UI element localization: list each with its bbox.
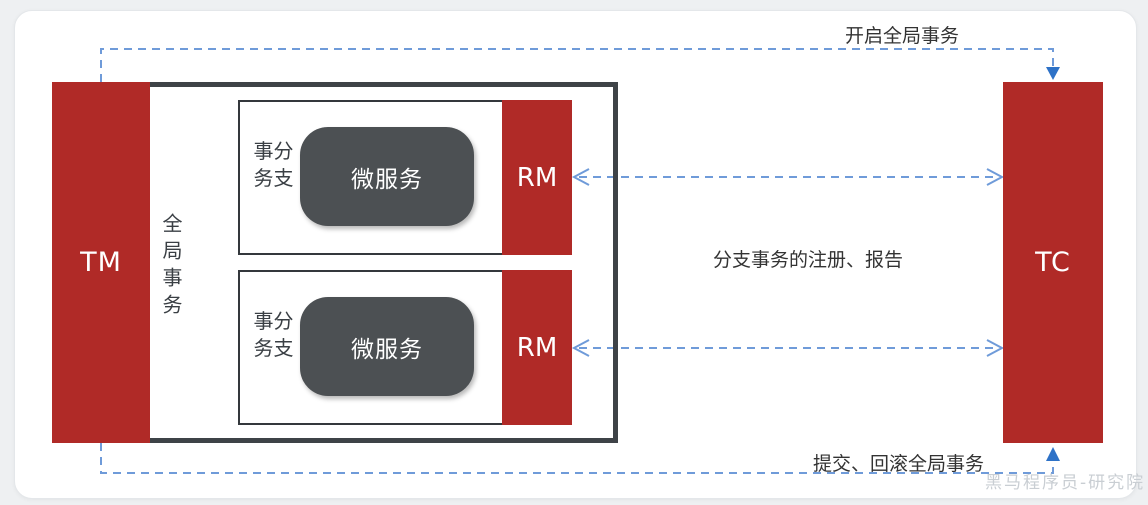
branch-transaction-label: 分支事务 (250, 309, 294, 364)
tc-node: TC (1003, 82, 1103, 443)
rm-node-2: RM (502, 270, 572, 425)
register-report-text: 分支事务的注册、报告 (713, 249, 904, 271)
microservice-node-1: 微服务 (300, 127, 474, 226)
commit-rollback-text: 提交、回滚全局事务 (813, 453, 985, 475)
microservice-node-2: 微服务 (300, 297, 474, 396)
global-transaction-label: 全局事务 (159, 213, 183, 321)
branch-transaction-label: 分支事务 (250, 139, 294, 194)
diagram-card (14, 10, 1137, 499)
watermark-text: 黑马程序员-研究院 (985, 473, 1146, 493)
open-global-transaction-text: 开启全局事务 (845, 25, 960, 47)
branch-box-1: 分支事务 微服务 RM (238, 100, 572, 255)
branch-box-2: 分支事务 微服务 RM (238, 270, 572, 425)
rm-node-1: RM (502, 100, 572, 255)
tm-node: TM (52, 82, 150, 443)
